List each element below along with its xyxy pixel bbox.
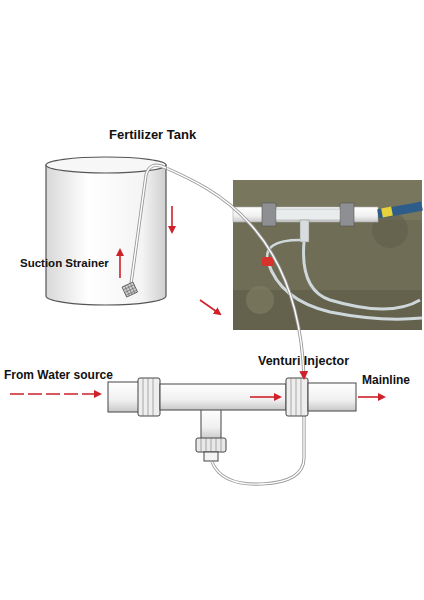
tube-outline — [167, 168, 304, 378]
tube-connector — [167, 168, 304, 378]
flow-arrow — [358, 396, 384, 398]
venturi-injector-drawing — [108, 378, 356, 484]
flow-label: Mainline — [362, 373, 410, 387]
suction-strainer — [122, 282, 138, 297]
part-label: Suction Strainer — [20, 256, 109, 270]
flow-arrow — [171, 206, 173, 232]
node-title: Venturi Injector — [258, 354, 349, 369]
tank-node: Fertilizer Tank — [45, 158, 167, 306]
photo-inset — [233, 180, 422, 330]
flow-arrow — [250, 396, 280, 398]
injector-node: Venturi Injector — [108, 378, 358, 416]
flow-arrow — [119, 250, 121, 278]
flow-arrow — [10, 393, 100, 395]
node-title: Fertilizer Tank — [109, 127, 196, 142]
flow-arrow — [200, 300, 220, 314]
flow-label: From Water source — [4, 368, 113, 382]
tank-drawing — [46, 157, 166, 305]
tube-core — [167, 168, 304, 378]
suction-tube-core — [131, 165, 166, 284]
suction-tube — [131, 165, 166, 284]
